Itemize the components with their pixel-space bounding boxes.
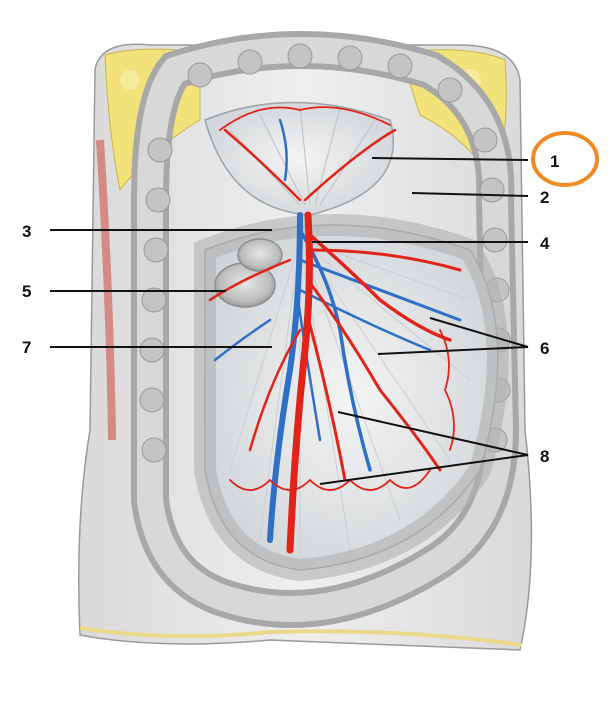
label-2: 2	[540, 188, 549, 207]
transverse-mesocolon	[204, 101, 395, 216]
leader-line-1	[371, 157, 529, 161]
leader-line-2	[411, 192, 529, 197]
label-5: 5	[22, 282, 31, 301]
leader-line-6a	[429, 317, 529, 348]
label-7: 7	[22, 338, 31, 357]
leader-line-8a	[337, 411, 529, 456]
leader-line-6b	[377, 346, 529, 355]
leader-lines	[50, 157, 529, 485]
leader-line-8b	[319, 454, 529, 485]
label-8: 8	[540, 447, 549, 466]
label-4: 4	[540, 234, 550, 253]
label-3: 3	[22, 222, 31, 241]
veins	[213, 118, 462, 543]
label-1: 1	[550, 152, 559, 171]
arteries	[208, 106, 462, 554]
label-6: 6	[540, 339, 549, 358]
labels: 1 2 3 4 5 6 7 8	[22, 152, 559, 466]
highlight-circle	[531, 131, 599, 187]
